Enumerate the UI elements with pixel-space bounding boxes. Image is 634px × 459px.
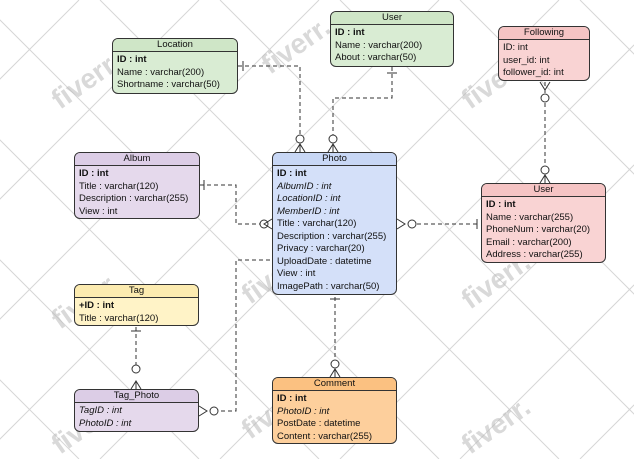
many-marker (198, 405, 208, 417)
entity-title: Location (113, 39, 237, 52)
relationship-line (332, 67, 393, 135)
many-marker (539, 81, 551, 91)
relationship-line (200, 184, 260, 225)
entity-field: TagID : int (79, 405, 122, 416)
entity-field: Shortname : varchar(50) (117, 79, 220, 90)
entity-field: LocationID : int (277, 193, 341, 204)
entity-field: user_id: int (503, 54, 550, 66)
entity-field: Name : varchar(200) (117, 66, 205, 78)
watermark-line (0, 0, 80, 80)
entity-title: Comment (273, 378, 396, 391)
entity-title: User (482, 184, 605, 197)
entity-field: ID : int (117, 54, 147, 65)
watermark-text: fiverr. (456, 391, 536, 459)
entity-field: Title : varchar(120) (79, 180, 159, 192)
entity-field: ID : int (79, 168, 109, 179)
entity-title: Photo (273, 153, 396, 166)
entity-title: Following (499, 27, 589, 40)
entity-field: ID : int (335, 27, 365, 38)
entity-field: ID : int (277, 168, 307, 179)
entity-field: Description : varchar(255) (277, 230, 387, 242)
entity-field: About : varchar(50) (335, 52, 417, 63)
entity-field: AlbumID : int (277, 180, 332, 192)
entity-field: follower_id: int (503, 67, 564, 78)
many-marker (294, 143, 306, 153)
optional-marker (540, 165, 550, 175)
entity-field: Address : varchar(255) (486, 249, 583, 260)
entity-field: View : int (79, 205, 118, 217)
watermark-line (0, 379, 80, 459)
many-marker (327, 143, 339, 153)
entity-field: Content : varchar(255) (277, 430, 373, 442)
entity-field: Privacy : varchar(20) (277, 243, 365, 254)
entity-field: MemberID : int (277, 205, 340, 217)
optional-marker (330, 359, 340, 369)
many-marker (130, 380, 142, 390)
optional-marker (328, 134, 338, 144)
optional-marker (407, 219, 417, 229)
relationship-line (238, 65, 301, 135)
many-marker (539, 174, 551, 184)
entity-field: PostDate : datetime (277, 418, 361, 429)
entity-field: PhotoID : int (277, 405, 330, 417)
optional-marker (209, 406, 219, 416)
entity-title: User (331, 12, 453, 25)
entity-field: ID : int (277, 393, 307, 404)
watermark-line (0, 259, 200, 459)
watermark-line (0, 0, 440, 440)
entity-field: ID : int (486, 199, 516, 210)
watermark-line (0, 0, 320, 320)
entity-field: PhoneNum : varchar(20) (486, 224, 591, 235)
entity-title: Album (75, 153, 199, 166)
many-marker (329, 368, 341, 378)
entity-field: +ID : int (79, 300, 115, 311)
many-marker (396, 218, 406, 230)
entity-title: Tag_Photo (75, 390, 198, 403)
many-marker (263, 218, 273, 230)
watermark-text: fiverr. (256, 11, 336, 80)
entity-field: Description : varchar(255) (79, 193, 189, 204)
entity-field: Title : varchar(120) (79, 312, 159, 324)
watermark-line (459, 284, 634, 459)
entity-field: PhotoID : int (79, 417, 132, 429)
entity-field: ID: int (503, 42, 528, 53)
entity-field: Title : varchar(120) (277, 218, 357, 229)
entity-field: UploadDate : datetime (277, 255, 372, 267)
optional-marker (540, 93, 550, 103)
entity-field: Email : varchar(200) (486, 236, 572, 248)
entity-field: Name : varchar(255) (486, 211, 574, 223)
entity-field: View : int (277, 268, 316, 279)
entity-field: Name : varchar(200) (335, 39, 423, 51)
optional-marker (131, 364, 141, 374)
entity-field: ImagePath : varchar(50) (277, 280, 380, 292)
optional-marker (295, 134, 305, 144)
entity-title: Tag (75, 285, 198, 298)
relationship-line (214, 259, 272, 412)
